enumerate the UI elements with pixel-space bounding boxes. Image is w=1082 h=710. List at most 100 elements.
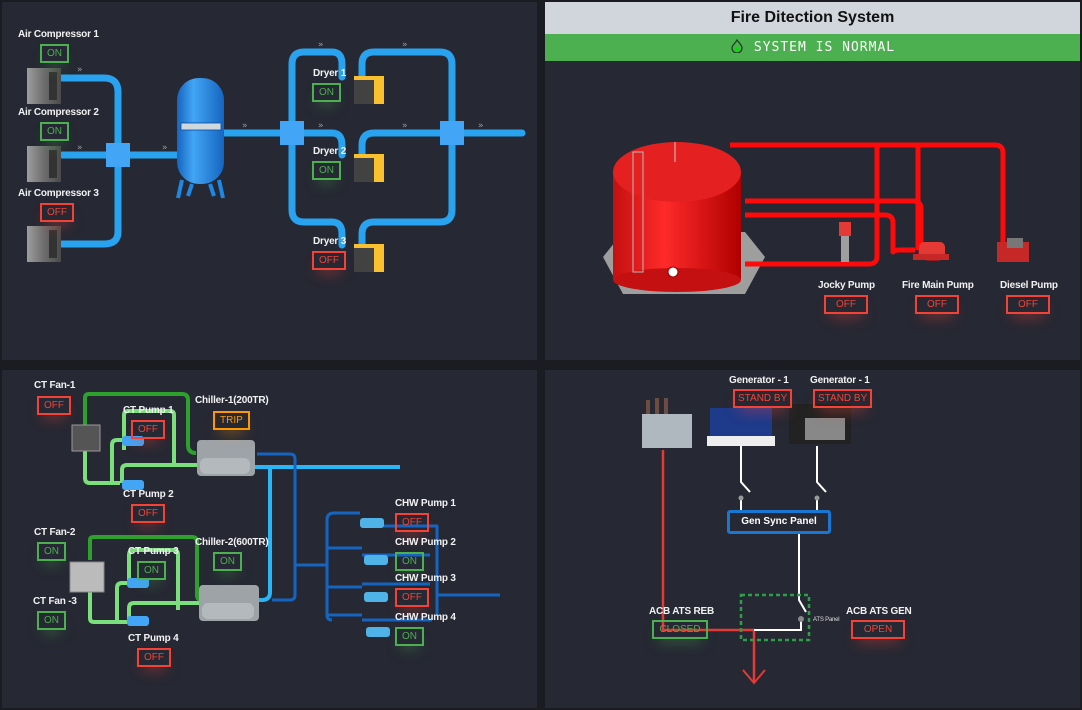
diesel-pump-icon bbox=[997, 238, 1029, 262]
air-compressor-icons bbox=[27, 68, 61, 262]
svg-text:»: » bbox=[318, 121, 324, 131]
acb-ats-reb-label: ACB ATS REB bbox=[649, 606, 715, 617]
chiller-1-status[interactable]: TRIP bbox=[213, 411, 250, 430]
ct-pump-2-status[interactable]: OFF bbox=[131, 504, 165, 523]
fire-detection-panel: Fire Ditection System SYSTEM IS NORMAL bbox=[545, 2, 1080, 360]
ct-fan-1-status[interactable]: OFF bbox=[37, 396, 71, 415]
chiller-2-icon bbox=[199, 585, 259, 621]
chw-pump-icons bbox=[360, 518, 390, 637]
compressor-2-status[interactable]: ON bbox=[40, 122, 69, 141]
generator-feeders bbox=[740, 446, 827, 631]
breaker-node bbox=[814, 495, 820, 501]
svg-text:»: » bbox=[402, 40, 408, 50]
chiller-2-label: Chiller-2(600TR) bbox=[195, 537, 269, 548]
chw-pump-1-status[interactable]: OFF bbox=[395, 513, 429, 532]
air-pipes bbox=[58, 48, 526, 249]
chw-pump-2-status[interactable]: ON bbox=[395, 552, 424, 571]
chiller-1-label: Chiller-1(200TR) bbox=[195, 395, 269, 406]
ct-fan-3-label: CT Fan -3 bbox=[33, 596, 77, 607]
svg-text:»: » bbox=[318, 40, 324, 50]
breaker-node bbox=[738, 495, 744, 501]
ct-fan-1-label: CT Fan-1 bbox=[34, 380, 76, 391]
chiller-plant-panel: CT Fan-1 OFF CT Fan-2 ON CT Fan -3 ON CT… bbox=[2, 370, 537, 708]
svg-text:»: » bbox=[77, 143, 83, 153]
transformer-icon bbox=[642, 398, 692, 448]
chw-pump-3-status[interactable]: OFF bbox=[395, 588, 429, 607]
ct-fan-2-label: CT Fan-2 bbox=[34, 527, 76, 538]
pipe-cross-3 bbox=[440, 121, 464, 145]
cooling-tower-2-icon bbox=[69, 561, 105, 593]
ct-pump-4-status[interactable]: OFF bbox=[137, 648, 171, 667]
compressor-2-label: Air Compressor 2 bbox=[18, 107, 99, 118]
svg-text:»: » bbox=[402, 121, 408, 131]
flow-arrows: »»» »»» »»» bbox=[77, 40, 484, 153]
chw-pump-2-label: CHW Pump 2 bbox=[395, 537, 456, 548]
generator-2-status[interactable]: STAND BY bbox=[813, 389, 873, 408]
fire-water-tank-icon bbox=[613, 142, 741, 292]
chiller-1-icon bbox=[197, 440, 255, 476]
ats-panel-label: ATS Panel bbox=[813, 617, 840, 623]
generator-1-status[interactable]: STAND BY bbox=[733, 389, 793, 408]
generator-2-label: Generator - 1 bbox=[810, 375, 870, 386]
ct-fan-3-status[interactable]: ON bbox=[37, 611, 66, 630]
ct-pump-1-status[interactable]: OFF bbox=[131, 420, 165, 439]
dryer-2-label: Dryer 2 bbox=[313, 146, 347, 157]
acb-ats-gen-status[interactable]: OPEN bbox=[851, 620, 905, 639]
chw-pump-1-label: CHW Pump 1 bbox=[395, 498, 456, 509]
fire-pipes bbox=[730, 142, 1006, 267]
generator-2-icon bbox=[789, 404, 851, 444]
power-single-line-diagram bbox=[642, 398, 851, 685]
cooling-tower-1-icon bbox=[71, 424, 101, 452]
generator-1-label: Generator - 1 bbox=[729, 375, 789, 386]
compressed-air-panel: »»» »»» »»» Air Compressor 1 ON Air Comp… bbox=[2, 2, 537, 360]
ats-panel-box bbox=[739, 593, 811, 642]
fire-main-pump-label: Fire Main Pump bbox=[902, 280, 974, 291]
fire-detection-title: Fire Ditection System bbox=[545, 2, 1080, 34]
chw-pump-4-status[interactable]: ON bbox=[395, 627, 424, 646]
jocky-pump-status[interactable]: OFF bbox=[824, 295, 868, 314]
dryer-1-label: Dryer 1 bbox=[313, 68, 347, 79]
dryer-2-status[interactable]: ON bbox=[312, 161, 341, 180]
ct-pump-3-status[interactable]: ON bbox=[137, 561, 166, 580]
utility-feed-line bbox=[661, 450, 756, 682]
ct-pump-4-label: CT Pump 4 bbox=[128, 633, 179, 644]
jocky-pump-label: Jocky Pump bbox=[818, 280, 875, 291]
ct-pump-3-label: CT Pump 3 bbox=[128, 546, 179, 557]
compressor-3-status[interactable]: OFF bbox=[40, 203, 74, 222]
chiller-plant-diagram bbox=[69, 392, 500, 637]
output-arrow-icon bbox=[742, 669, 766, 685]
ct-pump-2-label: CT Pump 2 bbox=[123, 489, 174, 500]
chw-pump-4-label: CHW Pump 4 bbox=[395, 612, 456, 623]
pipe-cross-2 bbox=[280, 121, 304, 145]
svg-text:»: » bbox=[77, 65, 83, 75]
dryer-1-status[interactable]: ON bbox=[312, 83, 341, 102]
chiller-2-status[interactable]: ON bbox=[213, 552, 242, 571]
jocky-pump-icon bbox=[839, 222, 851, 262]
svg-text:»: » bbox=[478, 121, 484, 131]
compressor-1-status[interactable]: ON bbox=[40, 44, 69, 63]
diesel-pump-status[interactable]: OFF bbox=[1006, 295, 1050, 314]
fire-main-pump-icon bbox=[913, 242, 949, 260]
breaker-node bbox=[798, 616, 804, 622]
chw-pump-3-label: CHW Pump 3 bbox=[395, 573, 456, 584]
generator-1-icon bbox=[707, 408, 775, 446]
dryer-3-status[interactable]: OFF bbox=[312, 251, 346, 270]
pipe-cross-1 bbox=[106, 143, 130, 167]
diesel-pump-label: Diesel Pump bbox=[1000, 280, 1058, 291]
condenser-water-pipes bbox=[83, 392, 203, 624]
dryer-3-label: Dryer 3 bbox=[313, 236, 347, 247]
fire-main-pump-status[interactable]: OFF bbox=[915, 295, 959, 314]
svg-text:»: » bbox=[162, 143, 168, 153]
system-status-banner: SYSTEM IS NORMAL bbox=[545, 34, 1080, 61]
gen-sync-panel[interactable]: Gen Sync Panel bbox=[727, 510, 831, 534]
chilled-water-pipes bbox=[252, 452, 500, 622]
compressed-air-diagram: »»» »»» »»» bbox=[27, 40, 526, 272]
system-status-text: SYSTEM IS NORMAL bbox=[753, 40, 896, 55]
ct-fan-2-status[interactable]: ON bbox=[37, 542, 66, 561]
compressor-3-label: Air Compressor 3 bbox=[18, 188, 99, 199]
acb-ats-reb-status[interactable]: CLOSED bbox=[652, 620, 708, 639]
acb-ats-gen-label: ACB ATS GEN bbox=[846, 606, 912, 617]
ct-pump-1-label: CT Pump 1 bbox=[123, 405, 174, 416]
fire-system-diagram bbox=[603, 142, 1029, 294]
fire-icon bbox=[731, 39, 743, 53]
